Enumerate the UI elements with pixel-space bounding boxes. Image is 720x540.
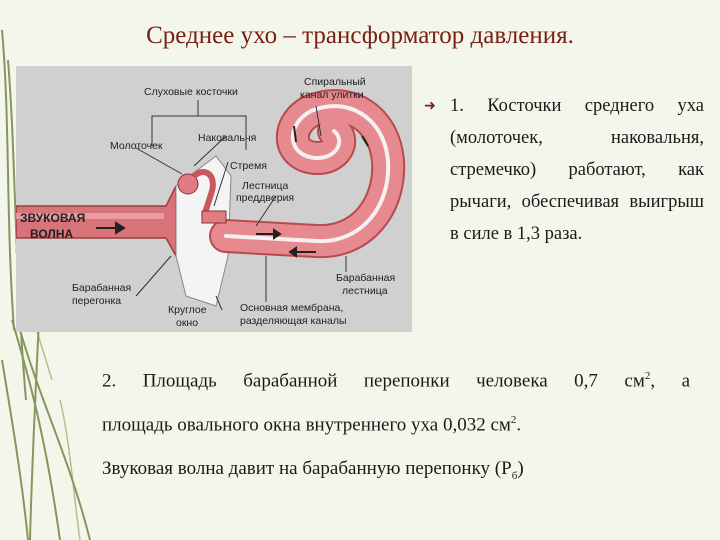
line2-text: площадь овального окна внутреннего уха 0…: [102, 414, 511, 435]
line1-end: , а: [650, 370, 690, 391]
page-title: Среднее ухо – трансформатор давления.: [0, 22, 720, 50]
ear-diagram: Слуховые косточки Спиральный канал улитк…: [16, 66, 412, 332]
eardrum-label-2: перегонка: [72, 295, 121, 307]
paragraph-line-1: 2. Площадь барабанной перепонки человека…: [102, 370, 690, 392]
line3-text: Звуковая волна давит на барабанную переп…: [102, 458, 512, 479]
paragraph-line-2: площадь овального окна внутреннего уха 0…: [102, 414, 690, 436]
paragraph-line-3: Звуковая волна давит на барабанную переп…: [102, 458, 690, 482]
sound-wave-label-2: ВОЛНА: [30, 226, 73, 242]
line3-end: ): [517, 458, 523, 479]
incus-label: Наковальня: [198, 132, 256, 144]
stapes-label: Стремя: [230, 160, 267, 172]
line1-text: 2. Площадь барабанной перепонки человека…: [102, 370, 645, 391]
bullet-point-1: ➜ 1. Косточки среднего уха (молоточек, н…: [424, 90, 704, 250]
basilar-membrane-label-1: Основная мембрана,: [240, 302, 343, 314]
vestibule-label-2: преддверия: [236, 192, 294, 204]
basilar-membrane-label-2: разделяющая каналы: [240, 315, 347, 327]
scala-tympani-label-1: Барабанная: [336, 272, 395, 284]
spiral-canal-label-1: Спиральный: [304, 76, 366, 88]
bullet-text: 1. Косточки среднего уха (молоточек, нак…: [450, 90, 704, 250]
line2-end: .: [516, 414, 521, 435]
spiral-canal-label-2: канал улитки: [300, 89, 364, 101]
scala-tympani-label-2: лестница: [342, 285, 388, 297]
vestibule-label-1: Лестница: [242, 180, 288, 192]
sound-wave-label-1: ЗВУКОВАЯ: [20, 210, 85, 226]
malleus-label: Молоточек: [110, 140, 163, 152]
round-window-label-1: Круглое: [168, 304, 207, 316]
eardrum-label-1: Барабанная: [72, 282, 131, 294]
bullet-arrow-icon: ➜: [424, 91, 436, 123]
ossicles-label: Слуховые косточки: [144, 86, 238, 98]
round-window-label-2: окно: [176, 317, 198, 329]
